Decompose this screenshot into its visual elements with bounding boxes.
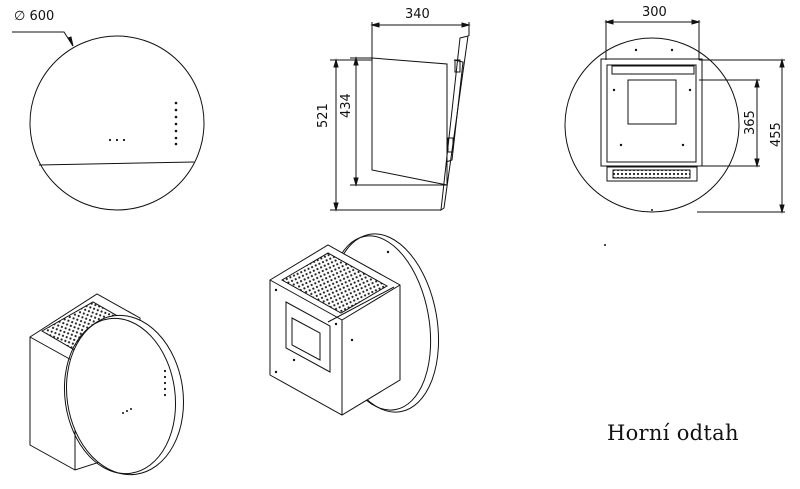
caption-label: Horní odtah <box>607 421 739 445</box>
back-view <box>564 19 785 246</box>
side-view <box>330 22 471 212</box>
front-view <box>12 31 205 211</box>
diameter-label: ∅ 600 <box>14 9 54 24</box>
height-box-label: 365 <box>743 110 758 135</box>
width-label: 300 <box>642 5 667 20</box>
height-body-label: 434 <box>339 93 354 118</box>
isometric-back-view <box>269 233 440 416</box>
height-total-label: 521 <box>316 103 331 128</box>
depth-label: 340 <box>405 7 430 22</box>
isometric-front-view <box>29 293 185 476</box>
height-mount-label: 455 <box>769 122 784 147</box>
